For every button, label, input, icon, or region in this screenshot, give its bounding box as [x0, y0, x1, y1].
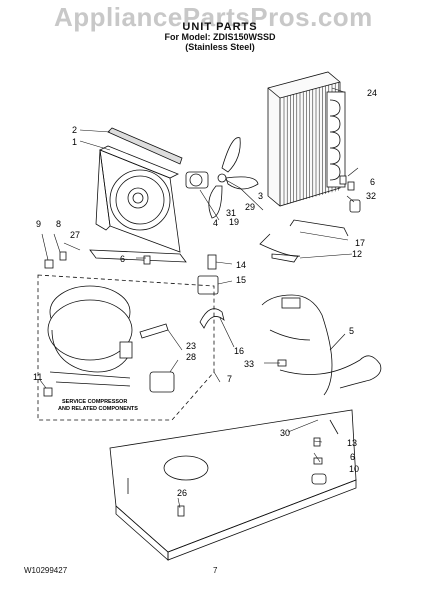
callout-30: 30 [280, 428, 290, 438]
callout-7: 7 [227, 374, 232, 384]
service-compressor-box [37, 274, 215, 421]
diagram-heading: UNIT PARTS [182, 21, 258, 33]
gasket-strip [107, 127, 183, 165]
service-box-line-2: AND RELATED COMPONENTS [58, 406, 138, 412]
base-plate [109, 409, 357, 561]
condenser-coil [267, 71, 346, 207]
callout-28: 28 [186, 352, 196, 362]
callout-6-top: 6 [370, 177, 375, 187]
callout-24: 24 [367, 88, 377, 98]
callout-2: 2 [72, 125, 77, 135]
callout-15: 15 [236, 275, 246, 285]
page-number: 7 [213, 566, 218, 575]
callout-9: 9 [36, 219, 41, 229]
callout-3: 3 [258, 191, 263, 201]
callout-6-low: 6 [350, 452, 355, 462]
fasteners [43, 175, 355, 517]
fan-shroud [89, 145, 187, 263]
callout-27: 27 [70, 230, 80, 240]
fan-motor-assembly [185, 137, 259, 219]
callout-6-mid: 6 [120, 254, 125, 264]
callout-14: 14 [236, 260, 246, 270]
document-number: W10299427 [24, 566, 68, 575]
compressor-relay [149, 371, 175, 393]
start-relay-parts [197, 254, 225, 329]
filter-dryer [139, 323, 169, 339]
model-number: For Model: ZDIS150WSSD [164, 32, 276, 42]
callout-13: 13 [347, 438, 357, 448]
callout-33: 33 [244, 359, 254, 369]
diagram-title: UNIT PARTS For Model: ZDIS150WSSD (Stain… [150, 21, 290, 53]
callout-leaders [39, 87, 359, 509]
watermark-logo: AppliancePartsPros.com [54, 2, 373, 32]
wiring-harness [261, 294, 382, 396]
callout-16: 16 [234, 346, 244, 356]
callout-29: 29 [245, 202, 255, 212]
callout-8: 8 [56, 219, 61, 229]
callout-11: 11 [33, 372, 42, 382]
callout-23: 23 [186, 341, 196, 351]
callout-numbers: 2 1 3 4 31 29 19 24 6 32 17 12 9 8 27 6 … [33, 88, 377, 498]
callout-5: 5 [349, 326, 354, 336]
callout-10: 10 [349, 464, 359, 474]
callout-12: 12 [352, 249, 362, 259]
compressor [47, 285, 133, 387]
callout-32: 32 [366, 191, 376, 201]
callout-4: 4 [213, 218, 218, 228]
condenser-tubing [259, 199, 361, 263]
service-box-line-1: SERVICE COMPRESSOR [62, 399, 127, 405]
model-variant: (Stainless Steel) [185, 42, 255, 52]
callout-1: 1 [72, 137, 77, 147]
callout-26: 26 [177, 488, 187, 498]
callout-31: 31 [226, 208, 236, 218]
callout-19: 19 [229, 217, 239, 227]
callout-17: 17 [355, 238, 365, 248]
